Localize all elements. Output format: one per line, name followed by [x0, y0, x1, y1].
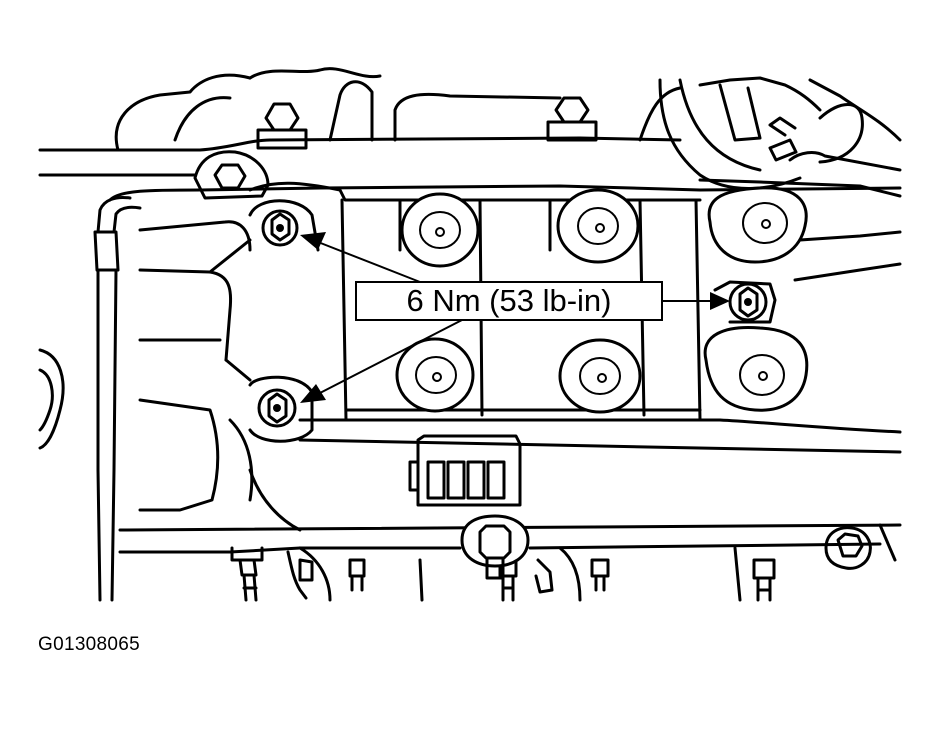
dipstick-tube	[93, 196, 142, 602]
center-fitting	[460, 514, 530, 580]
arrow-to-right-bolt	[661, 292, 730, 310]
left-cover	[38, 220, 254, 512]
figure-id: G01308065	[38, 634, 141, 655]
coil-tower-4	[395, 337, 475, 413]
arrow-to-lower-left-bolt	[300, 319, 463, 403]
coil-tower-6	[703, 325, 809, 412]
top-bolt-right	[546, 96, 598, 142]
lower-right-nut	[824, 526, 872, 570]
bolt-bosses	[248, 199, 777, 443]
coil-bolt-right	[728, 282, 768, 322]
coil-connector	[408, 434, 522, 507]
torque-label-box	[355, 281, 663, 321]
coil-tower-1	[400, 192, 480, 268]
arrow-to-upper-left-bolt	[300, 232, 421, 283]
torque-label: 6 Nm (53 lb-in)	[406, 283, 612, 318]
coil-bolt-upper-left	[261, 209, 299, 247]
coil-tower-5	[558, 338, 642, 414]
top-bolt-left	[256, 102, 308, 150]
coil-bolt-lower-left	[257, 388, 297, 428]
coil-tower-3	[707, 186, 808, 264]
coil-rails	[108, 178, 902, 282]
upper-hoses	[38, 67, 902, 190]
coil-tower-2	[556, 188, 640, 264]
lower-studs	[230, 546, 776, 602]
